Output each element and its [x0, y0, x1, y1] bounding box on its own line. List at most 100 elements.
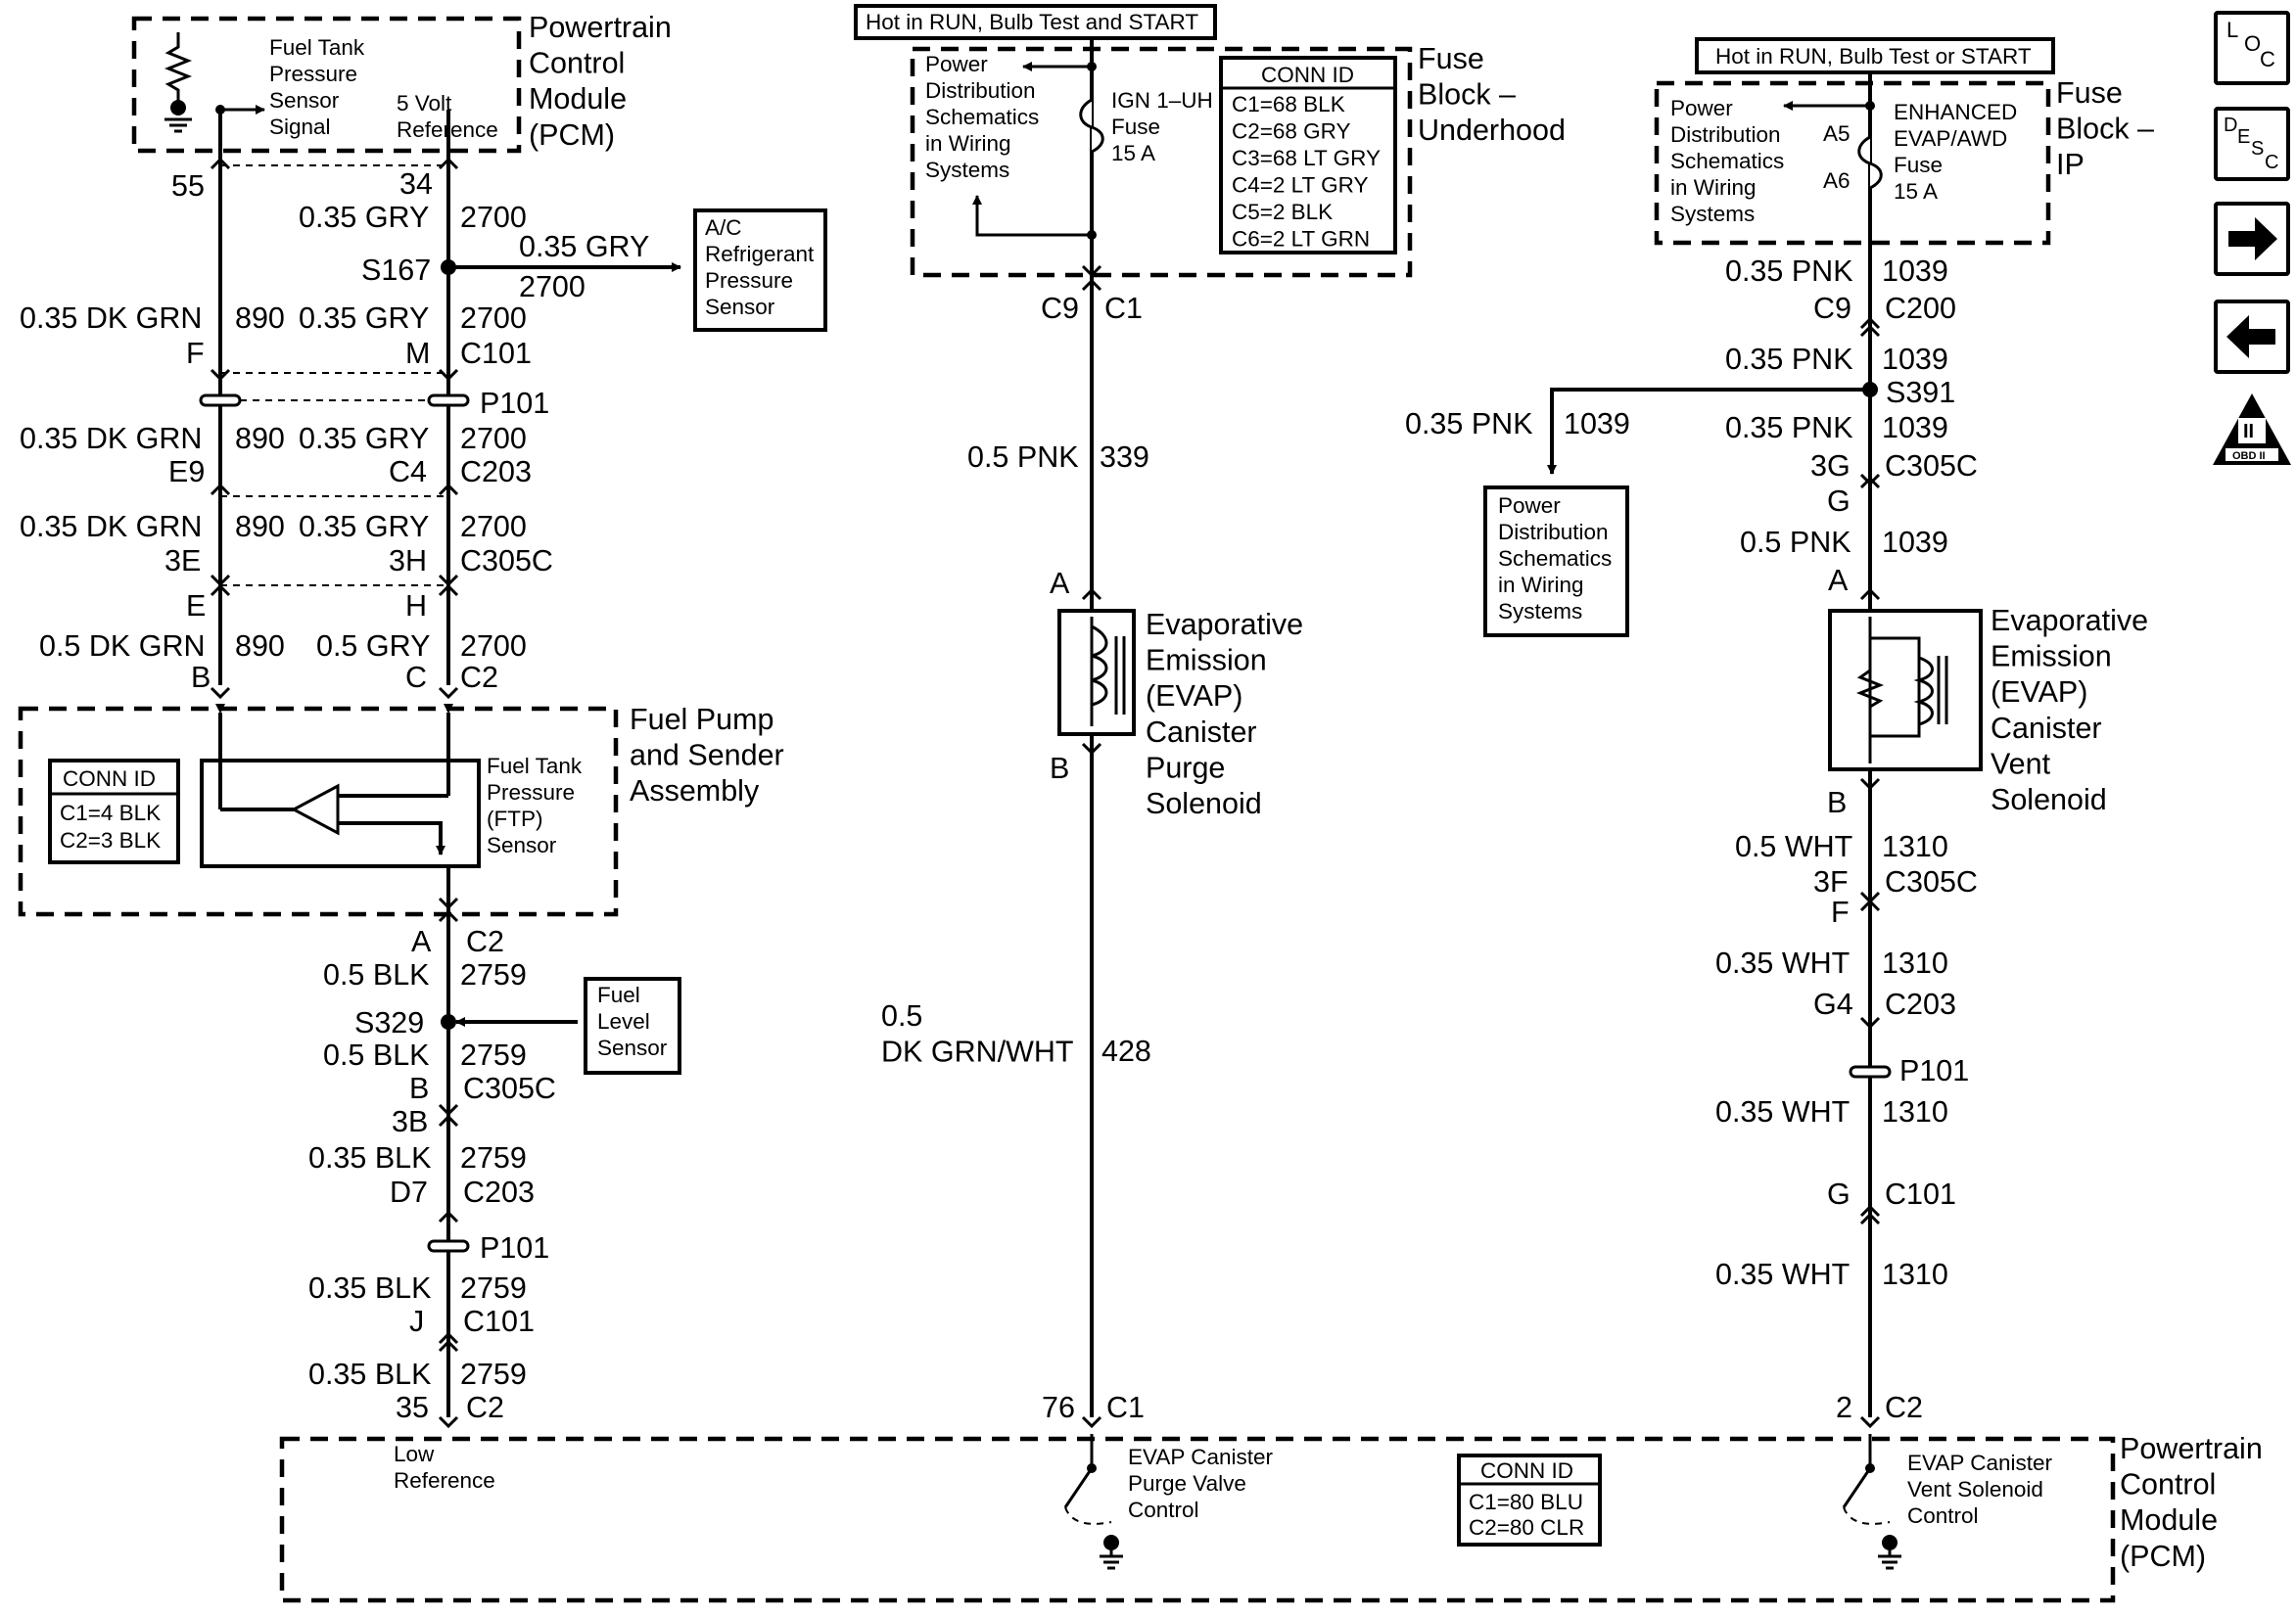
c305c-label: C305C: [460, 544, 553, 578]
fuel-pump-assembly-box: [18, 706, 619, 917]
fuse-a5-label: A5: [1823, 121, 1851, 146]
purge-solenoid-box: [1057, 609, 1136, 736]
c2c-pin-35: 35: [396, 1391, 429, 1424]
svg-text:C: C: [2260, 47, 2275, 71]
right-w4-circuit: 1039: [1882, 526, 1948, 559]
mid-conn-id-row: C3=68 LT GRY: [1232, 146, 1381, 170]
right-c305-label: C305C: [1885, 449, 1978, 483]
right-w5-gauge: 0.5 WHT: [1735, 830, 1852, 863]
svg-text:L: L: [2226, 18, 2238, 42]
c2b-pin-a: A: [411, 925, 432, 958]
splice-s167-label: S167: [361, 254, 431, 287]
right-p101-connector-icon: [1849, 1065, 1892, 1079]
c9-c1-label: C1: [1104, 292, 1143, 325]
s391-branch-circuit: 1039: [1564, 407, 1630, 440]
c203b-label: C203: [463, 1176, 535, 1209]
fuse-a6-label: A6: [1823, 168, 1851, 193]
wire-l8-gauge: 0.35 BLK: [308, 1141, 432, 1175]
right-w3-gauge: 0.35 PNK: [1725, 411, 1853, 444]
s167-branch-gauge: 0.35 GRY: [519, 230, 649, 263]
wire-l4-circuit: 890: [235, 510, 285, 543]
right-c305-pin: 3G: [1810, 449, 1851, 483]
c305c-pin-e: E: [186, 589, 206, 623]
right-w3-circuit: 1039: [1882, 411, 1948, 444]
c203b-pin-d7: D7: [390, 1176, 428, 1209]
fuel-level-sensor-box: [584, 977, 681, 1075]
c2-pin-b: B: [191, 661, 211, 694]
mid-conn-id-header: CONN ID: [1261, 63, 1354, 87]
next-arrow-icon[interactable]: [2214, 202, 2290, 276]
wire-l9-circuit: 2759: [460, 1271, 527, 1305]
c1-pin-76: 76: [1042, 1391, 1075, 1424]
wire-l2-gauge: 0.35 DK GRN: [20, 301, 202, 335]
mid-w1-gauge: 0.5 PNK: [967, 440, 1079, 474]
right-c200-label: C200: [1885, 292, 1956, 325]
pd-branch-box: [1483, 485, 1629, 637]
vent-switch-icon: [1842, 1434, 1901, 1570]
wire-l10-circuit: 2759: [460, 1358, 527, 1391]
mid-w2-circuit: 428: [1101, 1035, 1151, 1068]
wire-l6-gauge: 0.5 BLK: [323, 958, 430, 992]
right-c203-label: C203: [1885, 988, 1956, 1021]
right-w6-circuit: 1310: [1882, 947, 1948, 980]
mid-conn-id-row: C2=68 GRY: [1232, 119, 1351, 144]
c9-c1-pin: C9: [1041, 292, 1079, 325]
wire-l1-gauge: 0.35 GRY: [299, 201, 429, 234]
c101b-pin-j: J: [409, 1305, 424, 1338]
purge-coil-icon: [1091, 624, 1126, 715]
desc-icon[interactable]: D E S C: [2214, 107, 2290, 181]
purge-pin-b: B: [1050, 752, 1069, 785]
wire-l5b-circuit: 2700: [460, 629, 527, 663]
vent-pin-b: B: [1827, 786, 1847, 819]
wire-l4-gauge: 0.35 DK GRN: [20, 510, 202, 543]
vent-pin-a: A: [1828, 564, 1849, 597]
p101b-label: P101: [480, 1231, 549, 1265]
c305b-pin-b: B: [409, 1072, 429, 1105]
pump-conn-id-box: [48, 759, 180, 864]
svg-text:E: E: [2237, 126, 2250, 148]
right-w7-gauge: 0.35 WHT: [1715, 1095, 1850, 1129]
right-c305b-label: C305C: [1885, 865, 1978, 899]
wire-l7-circuit: 2759: [460, 1039, 527, 1072]
mid-w1-circuit: 339: [1100, 440, 1149, 474]
c203-pin-c4: C4: [389, 455, 427, 488]
ftp-amplifier-icon: [290, 783, 340, 836]
mid-conn-id-row: C1=68 BLK: [1232, 92, 1345, 116]
wire-l3b-gauge: 0.35 GRY: [299, 422, 429, 455]
c305c-pin-3h: 3H: [389, 544, 427, 578]
pump-conn-id-row1: C1=4 BLK: [60, 801, 161, 825]
ftp-sensor-box: [200, 759, 481, 868]
c2-pin-c: C: [405, 661, 427, 694]
svg-text:D: D: [2224, 115, 2237, 136]
right-w1-circuit: 1039: [1882, 254, 1948, 288]
wire-l3b-circuit: 2700: [460, 422, 527, 455]
c305b-label: C305C: [463, 1072, 556, 1105]
right-p101-label: P101: [1899, 1054, 1969, 1087]
p101-label: P101: [480, 387, 549, 420]
c1-label: C1: [1106, 1391, 1145, 1424]
ign-fuse-icon: [1079, 98, 1104, 154]
loc-icon[interactable]: L O C: [2214, 11, 2290, 85]
right-c2-pin: 2: [1836, 1391, 1852, 1424]
prev-arrow-icon[interactable]: [2214, 300, 2290, 374]
wire-l5b-gauge: 0.5 GRY: [316, 629, 430, 663]
mid-hot-label: Hot in RUN, Bulb Test and START: [866, 10, 1198, 34]
vent-coil-icon: [1913, 656, 1948, 726]
right-hot-label: Hot in RUN, Bulb Test or START: [1715, 44, 2032, 69]
svg-text:OBD II: OBD II: [2232, 450, 2266, 462]
pcm-bottom-box: [279, 1436, 2116, 1603]
right-w2-gauge: 0.35 PNK: [1725, 343, 1853, 376]
c305c-pin-h: H: [405, 589, 427, 623]
fuse-block-ip-box: [1654, 80, 2051, 246]
obd-ii-icon[interactable]: II OBD II: [2213, 393, 2291, 465]
splice-s329-label: S329: [354, 1006, 424, 1040]
